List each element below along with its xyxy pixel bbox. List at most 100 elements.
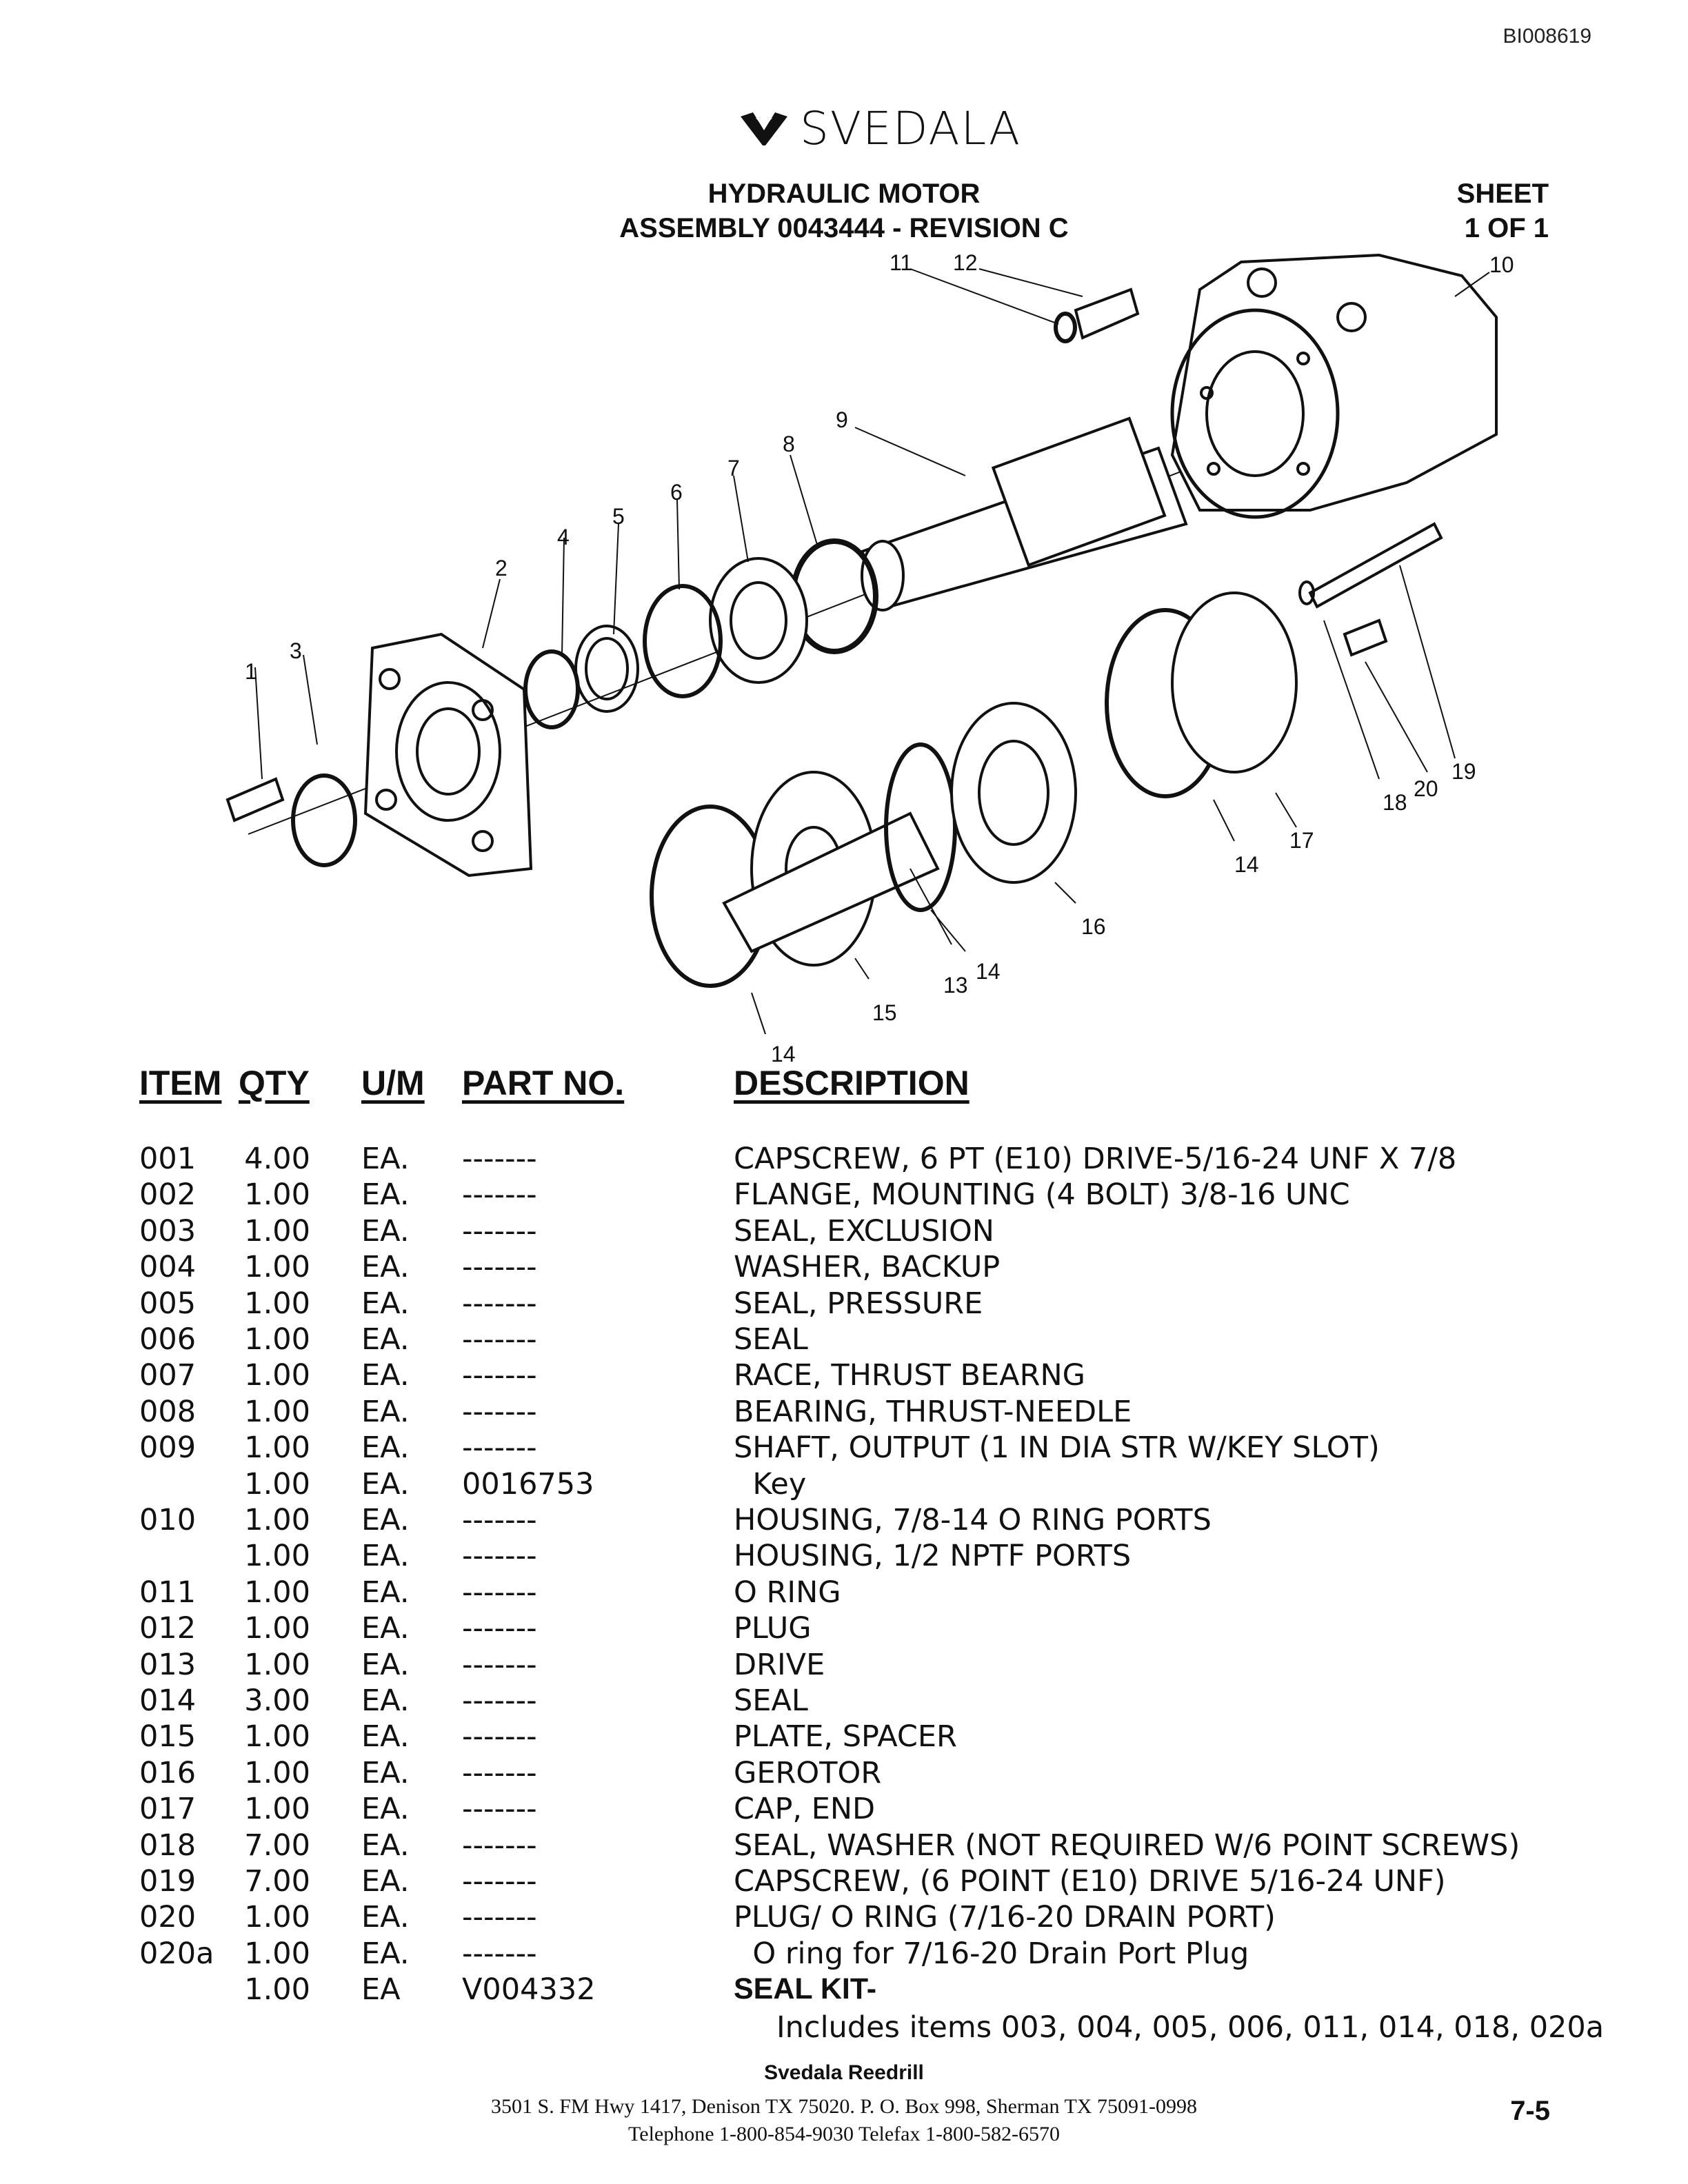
callout-18: 18 — [1383, 790, 1407, 815]
plug-part-20 — [1343, 618, 1388, 657]
callout-19: 19 — [1451, 759, 1476, 784]
description-cell: SEAL KIT- — [734, 1972, 877, 2006]
qty-cell: 3.00 — [244, 1684, 310, 1718]
qty-cell: 1.00 — [244, 1358, 310, 1393]
callout-4: 4 — [557, 525, 570, 549]
sheet-line-2: 1 OF 1 — [1464, 213, 1549, 243]
callout-1: 1 — [245, 659, 257, 684]
qty-cell: 1.00 — [244, 1213, 310, 1248]
part-no-cell: ------- — [462, 1322, 537, 1357]
part-no-cell: ------- — [462, 1647, 537, 1682]
qty-cell: 1.00 — [244, 1286, 310, 1321]
item-cell: 005 — [139, 1286, 197, 1321]
sheet-line-1: SHEET — [1456, 179, 1549, 209]
gerotor-part-16 — [950, 702, 1077, 884]
part-no-cell: ------- — [462, 1394, 537, 1429]
um-cell: EA. — [361, 1684, 410, 1718]
flange-part-2 — [363, 632, 533, 878]
item-cell: 008 — [139, 1394, 197, 1429]
item-cell: 002 — [139, 1177, 197, 1213]
callout-20: 20 — [1414, 776, 1438, 801]
footer-company: Svedala Reedrill — [764, 2061, 924, 2084]
um-cell: EA. — [361, 1466, 410, 1502]
item-cell: 015 — [139, 1719, 197, 1755]
qty-cell: 7.00 — [244, 1864, 310, 1899]
qty-cell: 1.00 — [244, 1250, 310, 1285]
description-cell: DRIVE — [734, 1647, 825, 1682]
item-cell: 003 — [139, 1213, 197, 1248]
item-cell: 010 — [139, 1503, 197, 1537]
um-cell: EA. — [361, 1358, 410, 1393]
um-cell: EA. — [361, 1177, 410, 1213]
plug-part-12 — [1074, 287, 1140, 340]
o-ring-part-11 — [1054, 312, 1077, 343]
shaft-part-9 — [860, 416, 1188, 611]
callout-9: 9 — [836, 407, 848, 432]
description-cell: SHAFT, OUTPUT (1 IN DIA STR W/KEY SLOT) — [734, 1430, 1380, 1466]
um-cell: EA. — [361, 1900, 410, 1935]
description-cell: O RING — [734, 1575, 841, 1610]
part-no-cell: ------- — [462, 1792, 537, 1827]
item-cell: 004 — [139, 1250, 197, 1285]
item-cell: 020a — [139, 1936, 214, 1971]
description-cell: BEARING, THRUST-NEEDLE — [734, 1394, 1132, 1429]
description-cell: HOUSING, 7/8-14 O RING PORTS — [734, 1503, 1212, 1537]
document-id: BI008619 — [1503, 25, 1591, 48]
end-cap-part-17 — [1171, 592, 1298, 774]
part-no-cell: ------- — [462, 1936, 537, 1971]
description-cell: FLANGE, MOUNTING (4 BOLT) 3/8-16 UNC — [734, 1177, 1350, 1213]
qty-cell: 1.00 — [244, 1177, 310, 1213]
page-title: HYDRAULIC MOTOR ASSEMBLY 0043444 - REVIS… — [483, 176, 1205, 245]
qty-cell: 1.00 — [244, 1936, 310, 1971]
housing-part-10 — [1170, 253, 1498, 519]
drive-part-13 — [722, 811, 940, 953]
qty-cell: 1.00 — [244, 1900, 310, 1935]
item-cell: 009 — [139, 1430, 197, 1466]
callout-7: 7 — [727, 456, 740, 481]
header-item: ITEM — [139, 1064, 222, 1102]
item-cell: 016 — [139, 1755, 197, 1790]
race-part-7 — [709, 557, 808, 684]
um-cell: EA. — [361, 1250, 410, 1285]
qty-cell: 1.00 — [244, 1394, 310, 1429]
header-qty: QTY — [239, 1064, 310, 1102]
description-cell: CAP, END — [734, 1792, 876, 1827]
header-part-no: PART NO. — [462, 1064, 625, 1102]
part-no-cell: ------- — [462, 1177, 537, 1213]
title-line-2: ASSEMBLY 0043444 - REVISION C — [619, 213, 1069, 243]
item-cell: 020 — [139, 1900, 197, 1935]
callout-8: 8 — [783, 432, 795, 456]
part-no-cell: ------- — [462, 1286, 537, 1321]
exploded-view-diagram: 1 2 3 4 5 6 7 8 9 10 11 12 13 14 14 14 1… — [225, 250, 1514, 1062]
qty-cell: 1.00 — [244, 1647, 310, 1682]
callout-5: 5 — [612, 504, 625, 529]
description-cell: SEAL — [734, 1684, 808, 1718]
item-cell: 012 — [139, 1611, 197, 1646]
qty-cell: 1.00 — [244, 1539, 310, 1574]
part-no-cell: ------- — [462, 1684, 537, 1718]
um-cell: EA. — [361, 1647, 410, 1682]
callout-14-a: 14 — [976, 959, 1001, 984]
part-no-cell: ------- — [462, 1539, 537, 1574]
callout-10: 10 — [1489, 252, 1514, 277]
um-cell: EA. — [361, 1322, 410, 1357]
qty-cell: 1.00 — [244, 1322, 310, 1357]
part-no-cell: ------- — [462, 1358, 537, 1393]
description-cell: Key — [734, 1466, 807, 1502]
item-cell: 014 — [139, 1684, 197, 1718]
header-description: DESCRIPTION — [734, 1064, 969, 1102]
footer-address-block: 3501 S. FM Hwy 1417, Denison TX 75020. P… — [0, 2093, 1688, 2148]
item-cell: 017 — [139, 1792, 197, 1827]
callout-6: 6 — [670, 480, 683, 505]
qty-cell: 1.00 — [244, 1792, 310, 1827]
description-cell: SEAL, PRESSURE — [734, 1286, 983, 1321]
callout-14-b: 14 — [771, 1042, 796, 1062]
